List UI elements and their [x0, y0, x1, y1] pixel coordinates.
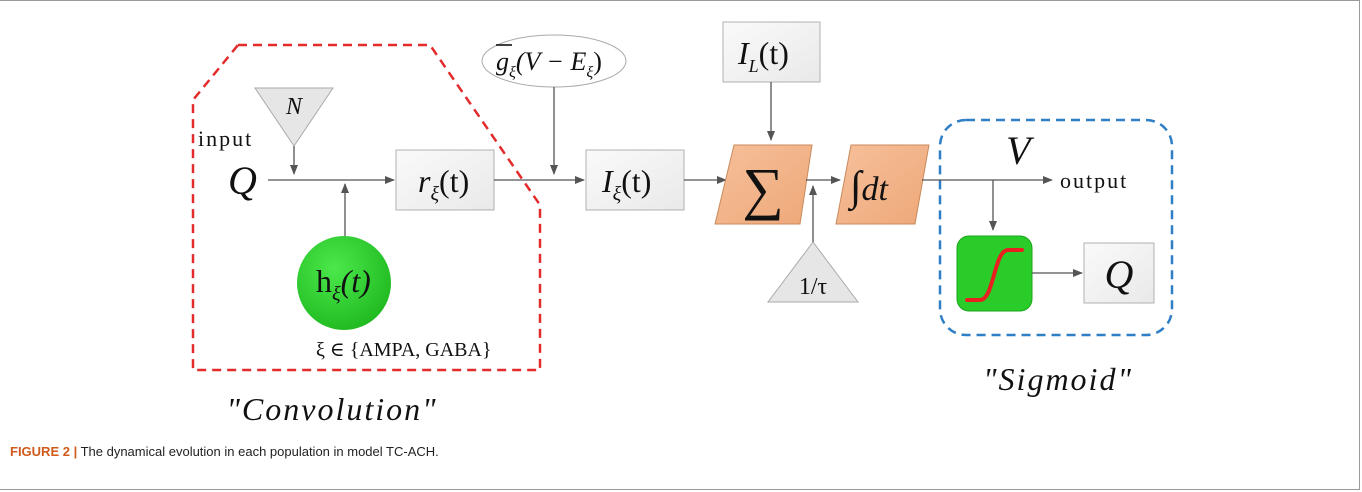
xi-set-label: ξ ∈ {AMPA, GABA}	[316, 339, 492, 361]
svg-text:gξ(V − Eξ): gξ(V − Eξ)	[496, 47, 602, 81]
svg-text:Iξ(t): Iξ(t)	[601, 163, 651, 205]
r-kernel-box	[395, 149, 495, 211]
h-symbol: h	[316, 263, 332, 299]
v-symbol: V	[1006, 128, 1035, 173]
svg-text:IL(t): IL(t)	[737, 35, 789, 76]
sum-symbol: ∑	[742, 156, 783, 221]
il-symbol: I	[737, 35, 750, 71]
g-symbol: g	[496, 47, 509, 76]
figure-caption: FIGURE 2 | The dynamical evolution in ea…	[10, 444, 439, 459]
i-argument: (t)	[621, 163, 651, 199]
n-symbol: N	[285, 94, 304, 120]
integrator-block	[835, 144, 930, 225]
r-argument: (t)	[439, 163, 469, 199]
il-subscript: L	[748, 56, 759, 76]
input-q-symbol: Q	[228, 158, 257, 203]
h-argument: (t)	[341, 263, 371, 299]
h-kernel-circle	[297, 236, 391, 330]
i-synaptic-box	[585, 149, 685, 211]
q-output-box	[1083, 242, 1155, 304]
i-subscript: ξ	[613, 183, 622, 205]
svg-text:∫dt: ∫dt	[847, 164, 890, 212]
i-symbol: I	[601, 163, 614, 199]
tau-gain-triangle	[767, 241, 859, 303]
svg-text:hξ(t): hξ(t)	[316, 263, 371, 305]
r-subscript: ξ	[430, 183, 439, 205]
sigmoid-region	[938, 118, 1174, 337]
input-label: input	[198, 126, 253, 151]
il-leak-box	[722, 21, 821, 83]
caption-text: The dynamical evolution in each populati…	[77, 444, 439, 459]
caption-prefix: FIGURE 2 |	[10, 444, 78, 459]
g-subscript: ξ	[509, 64, 516, 81]
output-q-symbol: Q	[1105, 252, 1134, 297]
output-label: output	[1060, 168, 1128, 193]
g-expression: (V − E	[516, 47, 587, 76]
summation-block	[714, 144, 813, 225]
convolution-label: "Convolution"	[226, 391, 437, 427]
sigmoid-curve	[965, 248, 1024, 302]
svg-text:rξ(t): rξ(t)	[418, 163, 469, 205]
h-subscript: ξ	[332, 283, 341, 305]
integral-dt: dt	[862, 171, 890, 208]
sigmoid-label: "Sigmoid"	[983, 361, 1133, 397]
tau-label: 1/τ	[799, 274, 828, 300]
il-argument: (t)	[759, 35, 789, 71]
r-symbol: r	[418, 163, 431, 199]
e-subscript: ξ	[586, 64, 593, 81]
g-close: )	[593, 47, 602, 76]
integral-symbol: ∫	[847, 164, 864, 212]
n-gain-triangle	[254, 87, 334, 147]
